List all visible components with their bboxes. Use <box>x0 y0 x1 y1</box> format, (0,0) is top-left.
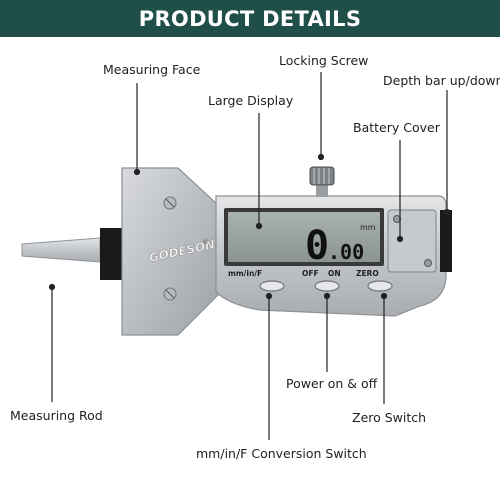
zero-button[interactable] <box>367 280 393 292</box>
callout-battery-cover: Battery Cover <box>353 120 440 135</box>
depth-bar[interactable] <box>440 210 452 272</box>
display-digit-decimal: .00 <box>328 240 364 264</box>
callout-depth-bar: Depth bar up/down <box>383 73 500 88</box>
banner-title: PRODUCT DETAILS <box>138 6 362 31</box>
callout-large-display: Large Display <box>208 93 294 108</box>
display-digit-main: 0 <box>305 223 329 269</box>
measuring-rod <box>21 237 101 263</box>
on-label: ON <box>328 269 341 278</box>
power-button[interactable] <box>314 280 340 292</box>
callout-lines <box>48 72 451 440</box>
display-unit: mm <box>360 223 376 232</box>
locking-screw[interactable] <box>309 166 335 197</box>
callout-measuring-face: Measuring Face <box>103 62 201 77</box>
header-banner: PRODUCT DETAILS <box>0 0 500 37</box>
measuring-face <box>121 167 219 336</box>
callout-zero-switch: Zero Switch <box>352 410 427 425</box>
callout-measuring-rod: Measuring Rod <box>10 408 103 423</box>
callout-conversion-switch: mm/in/F Conversion Switch <box>196 446 367 461</box>
callout-power: Power on & off <box>286 376 378 391</box>
battery-cover[interactable] <box>387 209 437 273</box>
mode-button[interactable] <box>259 280 285 292</box>
callout-locking-screw: Locking Screw <box>279 53 369 68</box>
registered-mark: ® <box>202 238 209 246</box>
large-display: 0 .00 mm <box>224 208 384 269</box>
mode-button-label: mm/in/F <box>228 269 262 278</box>
off-label: OFF <box>302 269 319 278</box>
zero-label: ZERO <box>356 269 379 278</box>
